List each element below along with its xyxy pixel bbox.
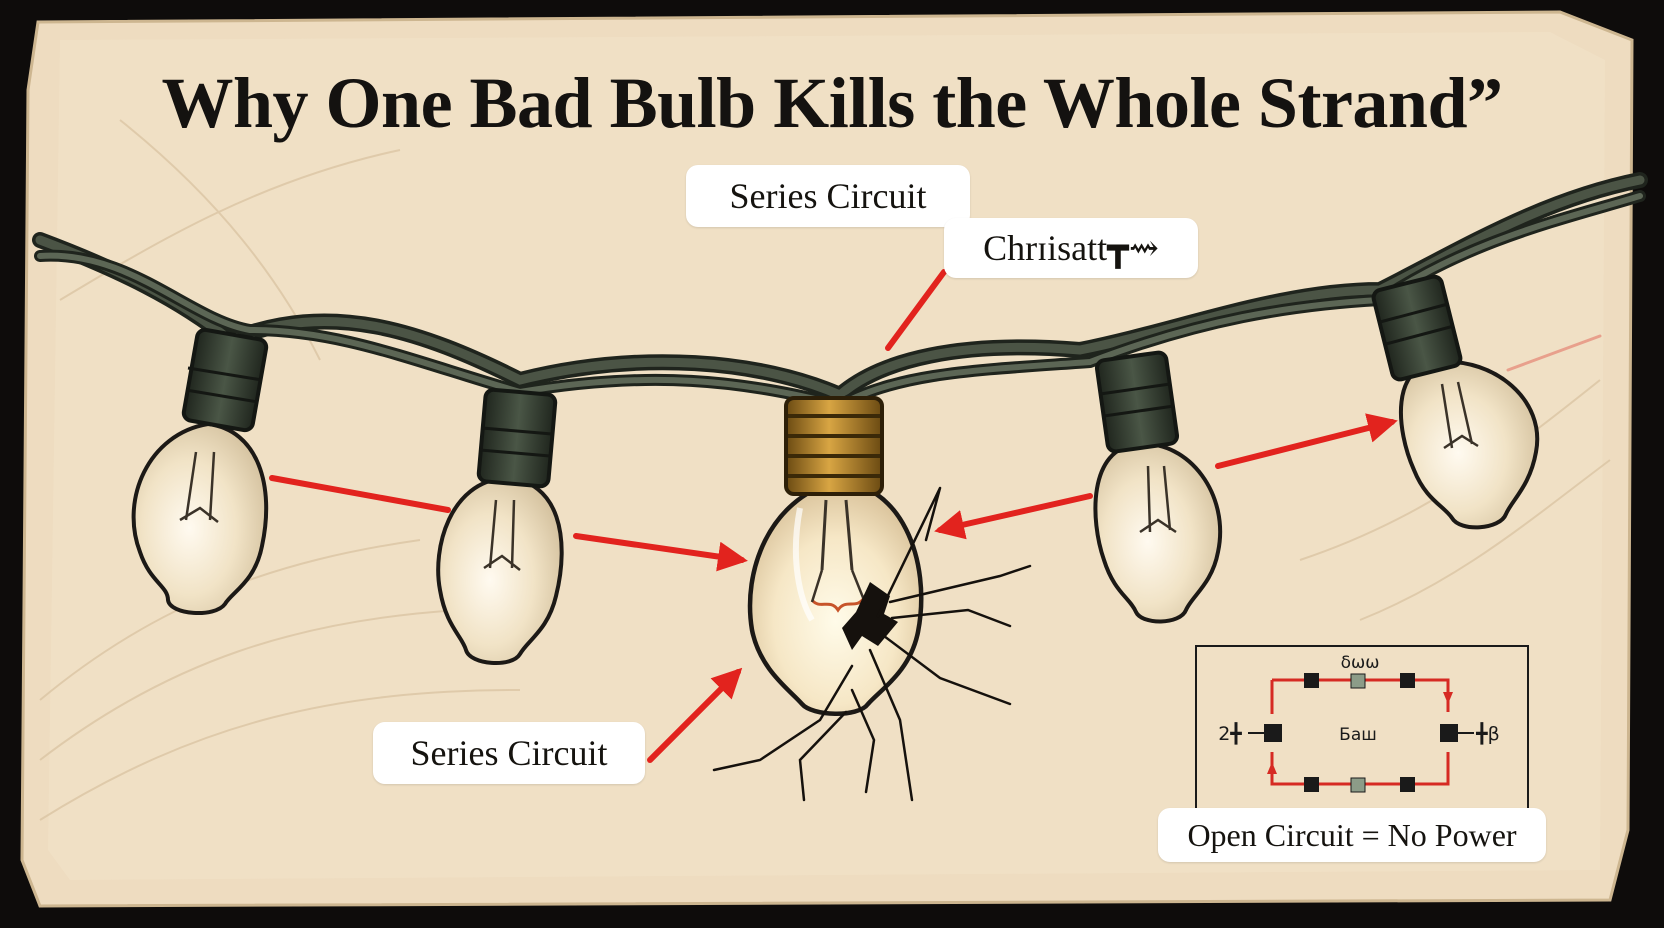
light-bulb-icon — [1371, 274, 1540, 530]
schematic-right-terminal: ╋β — [1475, 722, 1500, 745]
series-circuit-label-top: Series Circuit — [686, 165, 970, 227]
schematic-center-label: Бaш — [1339, 725, 1377, 745]
circuit-diagram-icon: δωω Бaш 2╋ ╋β — [1195, 645, 1529, 839]
arrow-icon — [269, 269, 1602, 763]
schematic-left-terminal: 2╋ — [1218, 722, 1242, 745]
page-title: Why One Bad Bulb Kills the Whole Strand” — [161, 63, 1503, 143]
light-bulb-icon — [131, 327, 269, 616]
series-circuit-label-bottom: Series Circuit — [373, 722, 645, 784]
garbled-label-top: Chrɪisatt┳⇝ — [944, 218, 1198, 278]
light-bulb-icon — [436, 387, 564, 666]
crack-icon — [712, 486, 1032, 802]
open-circuit-label: Open Circuit = No Power — [1158, 808, 1546, 862]
broken-bulb-icon — [747, 396, 924, 716]
light-bulb-icon — [1093, 350, 1223, 624]
schematic-top-label: δωω — [1341, 653, 1380, 673]
